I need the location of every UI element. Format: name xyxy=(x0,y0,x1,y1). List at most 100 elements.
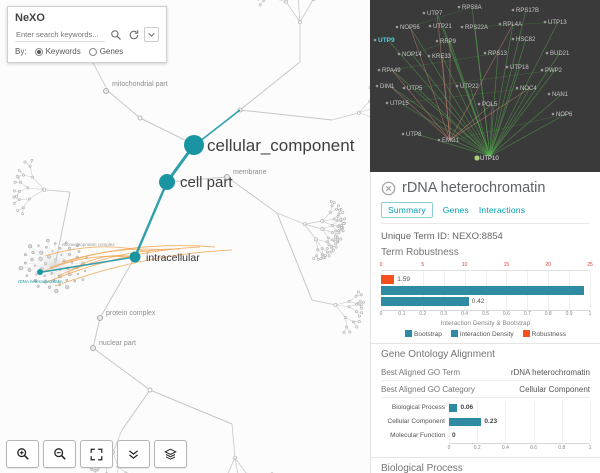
alignment-category: Cellular Component xyxy=(387,418,445,425)
ontology-node-label[interactable]: mitochondrial part xyxy=(112,81,168,88)
go-alignment-title: Gene Ontology Alignment xyxy=(381,349,495,360)
radio-keywords[interactable]: Keywords xyxy=(34,47,81,56)
alignment-category: Molecular Function xyxy=(390,432,445,439)
gene-label[interactable]: RPL4A xyxy=(503,22,522,28)
layers-button[interactable] xyxy=(154,440,187,468)
ontology-node-label[interactable]: ribonucleoprotein complex xyxy=(62,242,115,247)
search-icon[interactable] xyxy=(108,27,123,42)
robustness-bars: 1.59 0.42 xyxy=(381,271,591,311)
gene-label[interactable]: RPS13 xyxy=(488,51,508,57)
ontology-node[interactable] xyxy=(184,135,204,155)
tab-summary[interactable]: Summary xyxy=(381,202,433,218)
term-id-label: Unique Term ID: xyxy=(381,231,450,242)
gene-label[interactable]: PWP2 xyxy=(545,68,563,74)
bar-bootstrap xyxy=(381,286,590,295)
ontology-node[interactable] xyxy=(159,174,175,190)
ontology-node[interactable] xyxy=(97,315,103,321)
go-term-value: rDNA heterochromatin xyxy=(510,367,590,377)
biological-process-title: Biological Process xyxy=(381,463,463,473)
gene-label[interactable]: UTP9 xyxy=(378,37,395,44)
graph-toolbar xyxy=(6,440,187,468)
ontology-node[interactable] xyxy=(103,88,109,94)
gene-label[interactable]: RPS8A xyxy=(462,5,482,11)
gene-label[interactable]: UTP5 xyxy=(407,86,423,92)
gene-label[interactable]: NAN1 xyxy=(552,92,569,98)
ontology-node-label[interactable]: protein complex xyxy=(106,310,156,317)
gene-label[interactable]: NOP56 xyxy=(400,25,420,31)
bar-value: 0.42 xyxy=(471,298,485,305)
zoom-in-button[interactable] xyxy=(6,440,39,468)
gene-label[interactable]: DIM1 xyxy=(380,84,395,90)
ontology-graph[interactable]: mitochondrial part cellular_componentcell… xyxy=(0,0,370,473)
subnetwork-graph[interactable]: UTP7 RPS8A RPS17B NOP56 UTP21 RPS22A RPL4A UTP1… xyxy=(370,0,600,172)
tab-interactions[interactable]: Interactions xyxy=(478,205,526,215)
go-term-row: Best Aligned GO Term rDNA heterochromati… xyxy=(381,364,590,381)
alignment-category: Biological Process xyxy=(391,404,445,411)
gene-label[interactable]: POL5 xyxy=(482,102,498,108)
radio-genes[interactable]: Genes xyxy=(88,47,123,56)
gene-label[interactable]: UTP18 xyxy=(510,65,529,71)
ontology-node-label[interactable]: intracellular xyxy=(146,252,200,264)
tab-genes[interactable]: Genes xyxy=(442,205,469,215)
ontology-node-label[interactable]: cell part xyxy=(180,174,233,191)
robustness-axis-title: Interaction Density & Bootstrap xyxy=(440,320,531,327)
gene-label[interactable]: EMG1 xyxy=(442,138,460,144)
gene-label[interactable]: UTP10 xyxy=(480,156,499,162)
radio-dot xyxy=(34,47,43,56)
gene-label[interactable]: NOP6 xyxy=(556,112,573,118)
refresh-icon[interactable] xyxy=(126,27,141,42)
gene-label[interactable]: BUD21 xyxy=(550,51,570,57)
ontology-node[interactable] xyxy=(224,174,230,180)
ontology-node[interactable] xyxy=(90,345,96,351)
ontology-node[interactable] xyxy=(37,269,43,275)
chevron-down-icon[interactable] xyxy=(144,27,159,42)
unique-term-id: Unique Term ID: NEXO:8854 xyxy=(381,231,590,242)
ontology-node-label[interactable]: membrane xyxy=(233,169,267,176)
gene-label[interactable]: RPA49 xyxy=(382,68,401,74)
gene-label[interactable]: KRE33 xyxy=(432,54,452,60)
zoom-out-button[interactable] xyxy=(43,440,76,468)
search-by-label: By: xyxy=(15,47,27,56)
gene-label[interactable]: UTP22 xyxy=(460,84,479,90)
legend-item: Robustness xyxy=(522,330,566,338)
gene-label[interactable]: UTP8 xyxy=(406,132,422,138)
ontology-node-label[interactable]: rDNA heterochromatin xyxy=(18,279,63,284)
close-icon[interactable] xyxy=(381,181,396,196)
gene-label[interactable]: HSC82 xyxy=(516,37,536,43)
ontology-node-label[interactable]: nuclear part xyxy=(99,340,136,347)
gene-label[interactable]: NOC4 xyxy=(520,86,537,92)
gene-label[interactable]: UTP21 xyxy=(433,24,452,30)
subnetwork-panel[interactable]: UTP7 RPS8A RPS17B NOP56 UTP21 RPS22A RPL4A UTP1… xyxy=(370,0,600,172)
gene-label[interactable]: NOP14 xyxy=(402,52,422,58)
gene-label[interactable]: RRP9 xyxy=(440,39,457,45)
ontology-node-label[interactable]: cellular_component xyxy=(207,136,355,155)
detail-tabs: Summary Genes Interactions xyxy=(381,202,590,224)
go-category-row: Best Aligned GO Category Cellular Compon… xyxy=(381,381,590,398)
bar-value: 1.59 xyxy=(397,276,410,283)
go-category-label: Best Aligned GO Category xyxy=(381,384,475,394)
search-input[interactable] xyxy=(15,27,105,42)
alignment-value: 0 xyxy=(452,431,456,439)
ontology-node[interactable] xyxy=(129,251,141,263)
gene-label[interactable]: UTP7 xyxy=(427,11,443,17)
term-detail-panel: rDNA heterochromatin Summary Genes Inter… xyxy=(370,172,600,473)
go-term-label: Best Aligned GO Term xyxy=(381,367,460,377)
gene-label[interactable]: UTP15 xyxy=(390,101,409,107)
bar-interaction-density: 0.42 xyxy=(381,297,590,306)
gene-label[interactable]: RPS22A xyxy=(465,25,488,31)
fit-to-screen-button[interactable] xyxy=(80,440,113,468)
gene-label[interactable]: RPS17B xyxy=(516,8,539,14)
term-title: rDNA heterochromatin xyxy=(402,180,546,196)
collapse-tree-button[interactable] xyxy=(117,440,150,468)
gene-label[interactable]: UTP13 xyxy=(548,20,567,26)
legend-item: Bootstrap xyxy=(405,330,442,338)
app-title: NeXO xyxy=(15,12,45,24)
alignment-value: 0.23 xyxy=(484,417,498,425)
